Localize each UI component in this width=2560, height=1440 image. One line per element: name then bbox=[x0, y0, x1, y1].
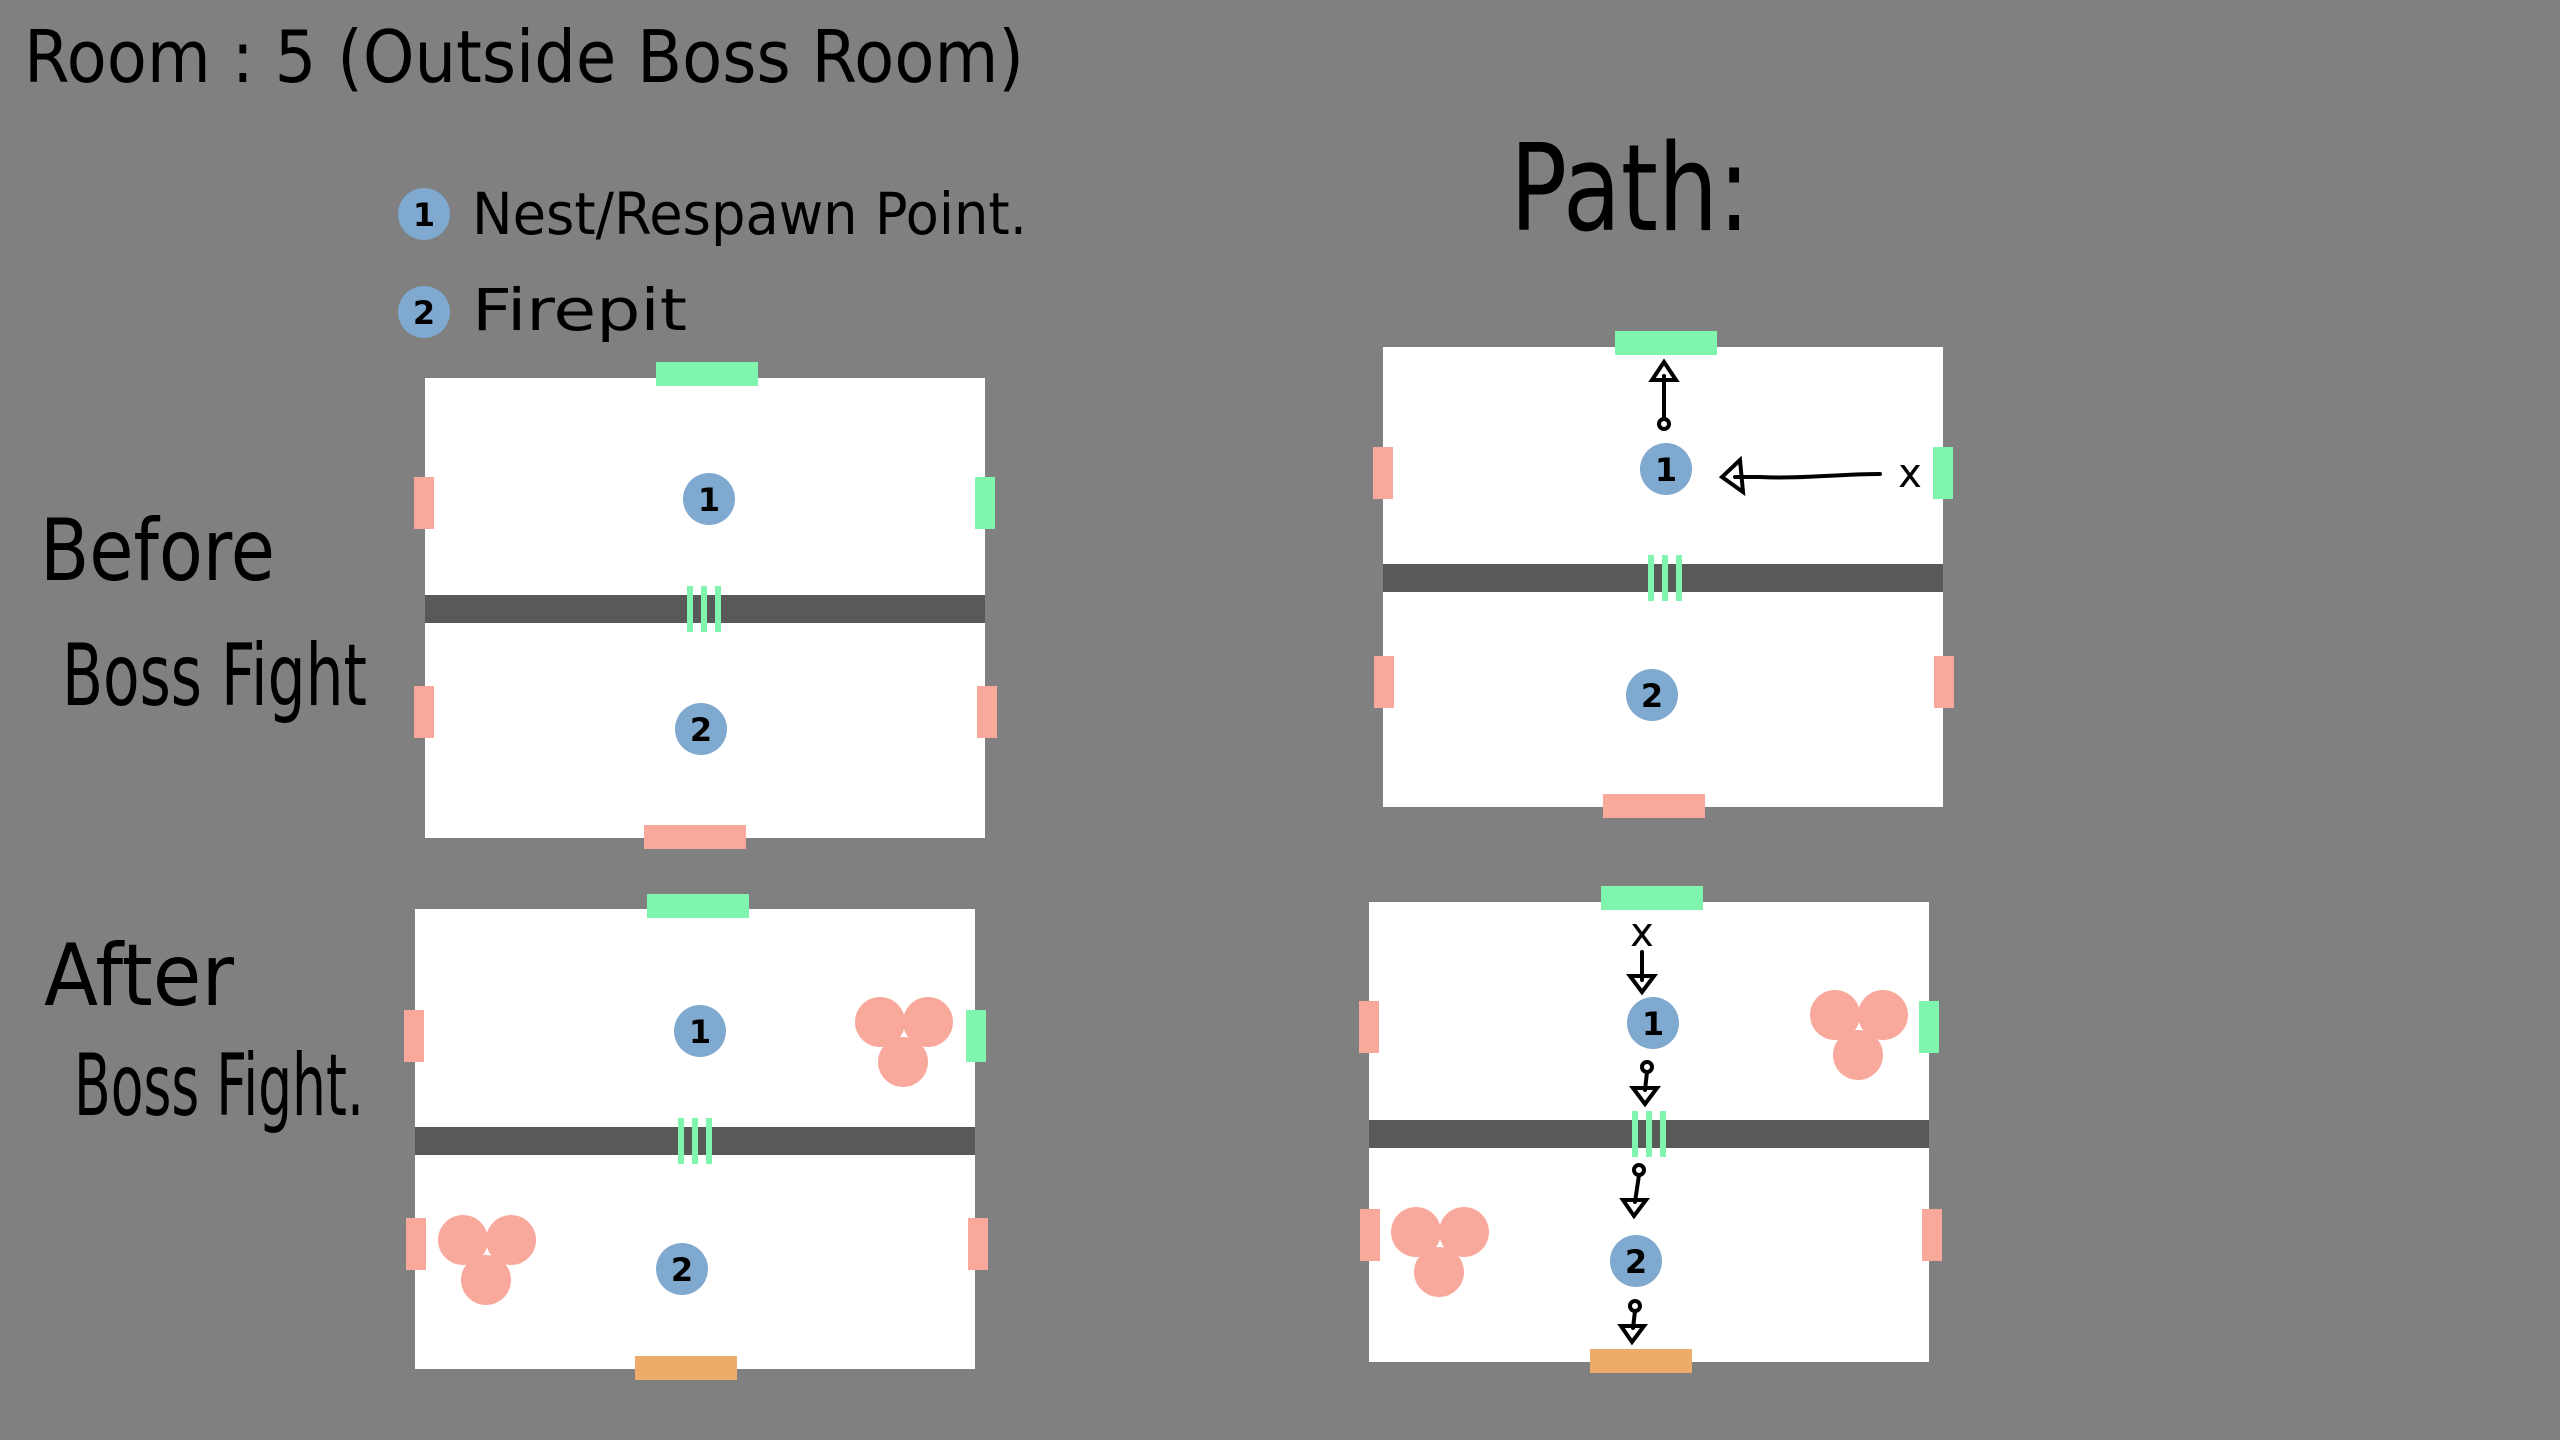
hazard-cluster-lower bbox=[1391, 1207, 1489, 1297]
page-title: Room : 5 (Outside Boss Room) bbox=[24, 15, 1024, 99]
legend-marker-number: 2 bbox=[413, 294, 435, 332]
path-arrow-to-nest bbox=[1626, 950, 1658, 996]
nest-marker-icon bbox=[674, 1005, 726, 1057]
firepit-marker-icon bbox=[675, 703, 727, 755]
nest-marker-number: 1 bbox=[689, 1013, 711, 1051]
door-top-open bbox=[1615, 331, 1717, 355]
door-right-lower-closed bbox=[1934, 656, 1954, 708]
legend: 1 Nest/Respawn Point. 2 Firepit bbox=[398, 180, 1027, 344]
legend-marker-number: 1 bbox=[413, 196, 435, 234]
divider-gate-open bbox=[678, 1118, 712, 1164]
nest-marker-icon bbox=[1640, 443, 1692, 495]
firepit-marker-number: 2 bbox=[671, 1251, 693, 1289]
divider-gate-open bbox=[1648, 555, 1682, 601]
legend-item-firepit: 2 Firepit bbox=[398, 276, 687, 344]
row-label-before-line2: Boss Fight bbox=[62, 626, 367, 726]
firepit-marker-number: 2 bbox=[1641, 677, 1663, 715]
path-heading: Path: bbox=[1510, 120, 1750, 259]
door-left-lower-closed bbox=[1374, 656, 1394, 708]
door-left-upper-closed bbox=[404, 1010, 424, 1062]
door-left-lower-closed bbox=[1360, 1209, 1380, 1261]
legend-label-nest: Nest/Respawn Point. bbox=[472, 180, 1027, 248]
nest-marker-number: 1 bbox=[698, 481, 720, 519]
door-right-lower-closed bbox=[1922, 1209, 1942, 1261]
legend-item-nest: 1 Nest/Respawn Point. bbox=[398, 180, 1027, 248]
door-bottom-boss-exit bbox=[635, 1356, 737, 1380]
hazard-cluster-lower bbox=[438, 1215, 536, 1305]
path-arrow-to-top-door bbox=[1648, 358, 1680, 431]
row-label-after-line1: After bbox=[44, 926, 235, 1026]
nest-marker-icon bbox=[398, 188, 450, 240]
firepit-marker-number: 2 bbox=[1625, 1243, 1647, 1281]
path-start-x-mark: x bbox=[1898, 451, 1922, 497]
path-arrow-to-divider bbox=[1629, 1060, 1661, 1108]
firepit-marker-icon bbox=[1610, 1235, 1662, 1287]
nest-marker-icon bbox=[683, 473, 735, 525]
door-right-lower-closed bbox=[977, 686, 997, 738]
door-left-upper-closed bbox=[1373, 447, 1393, 499]
map-path-after-boss-fight: 1 2 x bbox=[1359, 886, 1942, 1373]
nest-marker-number: 1 bbox=[1642, 1005, 1664, 1043]
door-right-upper-open bbox=[1933, 447, 1953, 499]
door-bottom-closed bbox=[1603, 794, 1705, 818]
firepit-marker-icon bbox=[656, 1243, 708, 1295]
door-left-lower-closed bbox=[414, 686, 434, 738]
path-start-x-mark: x bbox=[1630, 910, 1654, 956]
door-left-lower-closed bbox=[406, 1218, 426, 1270]
door-right-lower-closed bbox=[968, 1218, 988, 1270]
firepit-marker-number: 2 bbox=[690, 711, 712, 749]
row-label-after-line2: Boss Fight. bbox=[74, 1036, 364, 1136]
path-arrow-to-firepit bbox=[1619, 1163, 1650, 1220]
map-path-before-boss-fight: 1 2 x bbox=[1373, 331, 1954, 818]
door-top-open bbox=[1601, 886, 1703, 910]
row-label-before-line1: Before bbox=[40, 501, 275, 601]
door-top-open bbox=[656, 362, 758, 386]
door-bottom-boss-exit bbox=[1590, 1349, 1692, 1373]
path-arrow-to-nest bbox=[1718, 455, 1882, 497]
map-before-boss-fight: 1 2 bbox=[414, 362, 997, 849]
map-after-boss-fight: 1 2 bbox=[404, 894, 988, 1380]
legend-label-firepit: Firepit bbox=[472, 276, 687, 344]
door-right-upper-open bbox=[966, 1010, 986, 1062]
nest-marker-number: 1 bbox=[1655, 451, 1677, 489]
door-bottom-closed bbox=[644, 825, 746, 849]
door-right-upper-open bbox=[975, 477, 995, 529]
nest-marker-icon bbox=[1627, 997, 1679, 1049]
door-top-open bbox=[647, 894, 749, 918]
firepit-marker-icon bbox=[398, 286, 450, 338]
divider-gate-open bbox=[687, 586, 721, 632]
path-arrow-to-boss-exit bbox=[1617, 1299, 1648, 1346]
hazard-cluster-upper bbox=[1810, 990, 1908, 1080]
door-left-upper-closed bbox=[414, 477, 434, 529]
door-left-upper-closed bbox=[1359, 1001, 1379, 1053]
divider-gate-open bbox=[1632, 1111, 1666, 1157]
door-right-upper-open bbox=[1919, 1001, 1939, 1053]
firepit-marker-icon bbox=[1626, 669, 1678, 721]
hazard-cluster-upper bbox=[855, 997, 953, 1087]
